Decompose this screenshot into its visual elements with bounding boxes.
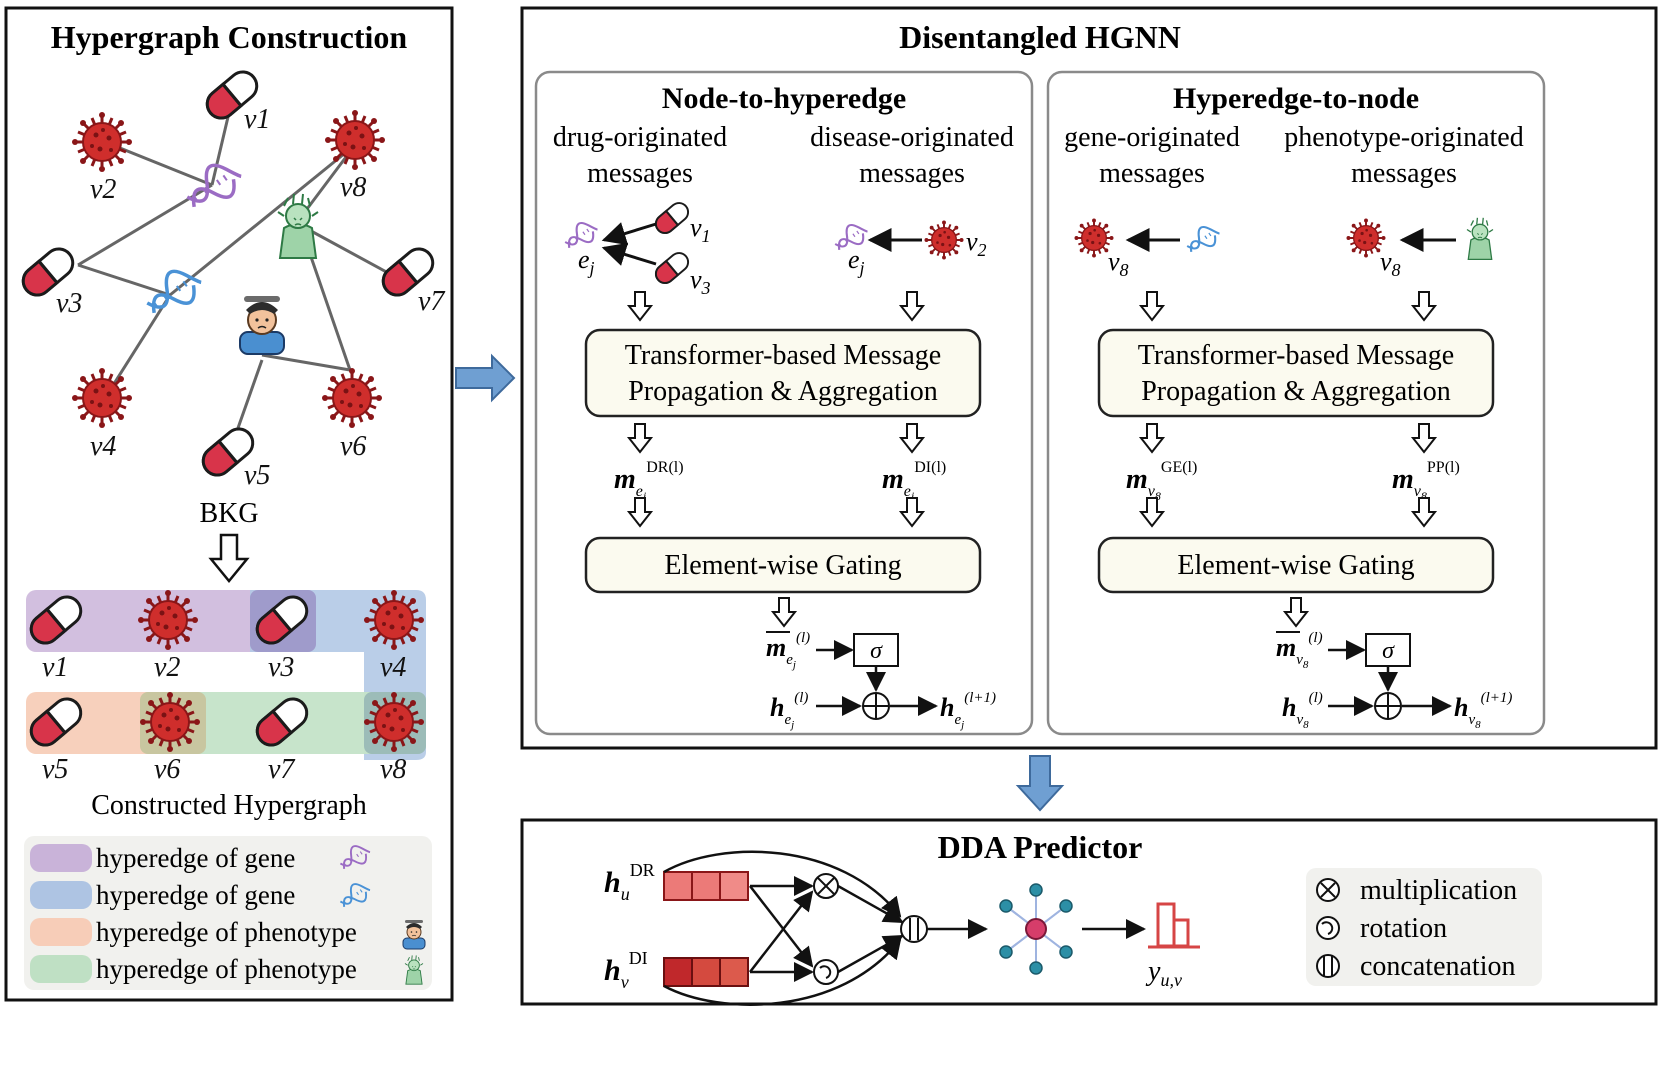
svg-text:Element-wise Gating: Element-wise Gating [664, 550, 901, 581]
concat-op-icon [900, 915, 928, 943]
constructed-hypergraph-label: Constructed Hypergraph [91, 790, 367, 821]
score-bar-icon [1148, 902, 1200, 949]
constructed-hypergraph: v1 v2 v3 v4 v5 v6 v7 v8 [24, 588, 426, 785]
ch-label-v8: v8 [380, 754, 406, 785]
svg-text:gene-originated: gene-originated [1064, 122, 1240, 153]
svg-text:messages: messages [1099, 158, 1205, 189]
virus-icon-v8 [323, 108, 387, 172]
svg-text:Propagation & Aggregation: Propagation & Aggregation [1141, 376, 1451, 407]
hyperedge-legend: hyperedge of gene hyperedge of gene hype… [24, 836, 432, 990]
legend-text-3: hyperedge of phenotype [96, 917, 357, 947]
node-to-hyperedge-block: Node-to-hyperedge drug-originated messag… [534, 70, 1034, 736]
legend-text-4: hyperedge of phenotype [96, 954, 357, 984]
ch-label-v3: v3 [268, 652, 294, 683]
svg-text:messages: messages [587, 158, 693, 189]
ch-label-v7: v7 [268, 754, 295, 785]
virus-icon-v6 [320, 366, 384, 430]
node-label-v4: v4 [90, 431, 116, 462]
svg-text:disease-originated: disease-originated [810, 122, 1014, 153]
svg-text:Transformer-based Message: Transformer-based Message [1138, 340, 1454, 371]
legend-text-1: hyperedge of gene [96, 843, 295, 873]
svg-text:phenotype-originated: phenotype-originated [1284, 122, 1523, 153]
svg-text:messages: messages [859, 158, 965, 189]
disease-vector [663, 957, 749, 987]
down-arrow-icon [208, 533, 250, 583]
node-label-v8: v8 [340, 172, 366, 203]
svg-text:Element-wise Gating: Element-wise Gating [1177, 550, 1414, 581]
node-label-v2: v2 [90, 174, 116, 205]
svg-text:σ: σ [1382, 638, 1395, 664]
rotation-op-icon [813, 959, 839, 985]
svg-text:Node-to-hyperedge: Node-to-hyperedge [662, 82, 906, 115]
svg-text:Hyperedge-to-node: Hyperedge-to-node [1173, 82, 1419, 115]
ch-label-v5: v5 [42, 754, 68, 785]
svg-text:Propagation & Aggregation: Propagation & Aggregation [628, 376, 938, 407]
dda-title: DDA Predictor [938, 829, 1143, 865]
legend-multiplication: multiplication [1360, 875, 1517, 906]
node-label-v3: v3 [56, 288, 82, 319]
ch-label-v4: v4 [380, 652, 406, 683]
down-flow-arrow-icon [1015, 755, 1065, 812]
legend-rotation: rotation [1360, 913, 1447, 944]
multiply-op-icon [813, 873, 839, 899]
ch-label-v1: v1 [42, 652, 68, 683]
svg-text:Transformer-based Message: Transformer-based Message [625, 340, 941, 371]
operator-legend: multiplication rotation concatenation [1306, 868, 1542, 986]
svg-text:yu,v: yu,v [1145, 956, 1182, 990]
virus-icon-v2 [70, 110, 134, 174]
mlp-network-icon [999, 883, 1073, 975]
panel-title: Hypergraph Construction [51, 19, 408, 55]
drug-vector [663, 871, 749, 901]
ch-label-v2: v2 [154, 652, 180, 683]
dda-predictor-panel: DDA Predictor huDR hvDI [520, 818, 1658, 1006]
hgnn-title: Disentangled HGNN [899, 19, 1181, 55]
virus-icon-v4 [70, 366, 134, 430]
ch-label-v6: v6 [154, 754, 180, 785]
right-arrow-icon [455, 353, 516, 403]
svg-text:σ: σ [870, 638, 883, 664]
legend-text-2: hyperedge of gene [96, 880, 295, 910]
svg-text:drug-originated: drug-originated [553, 122, 727, 153]
node-label-v6: v6 [340, 431, 366, 462]
node-label-v5: v5 [244, 460, 270, 491]
node-label-v1: v1 [244, 104, 270, 135]
hypergraph-construction-panel: Hypergraph Construction v1 [4, 6, 454, 1002]
svg-text:messages: messages [1351, 158, 1457, 189]
disentangled-hgnn-panel: Disentangled HGNN Node-to-hyperedge drug… [520, 6, 1658, 750]
bkg-label: BKG [199, 498, 258, 529]
legend-concatenation: concatenation [1360, 951, 1515, 982]
hyperedge-to-node-block: Hyperedge-to-node gene-originated messag… [1046, 70, 1546, 736]
node-label-v7: v7 [418, 286, 445, 317]
